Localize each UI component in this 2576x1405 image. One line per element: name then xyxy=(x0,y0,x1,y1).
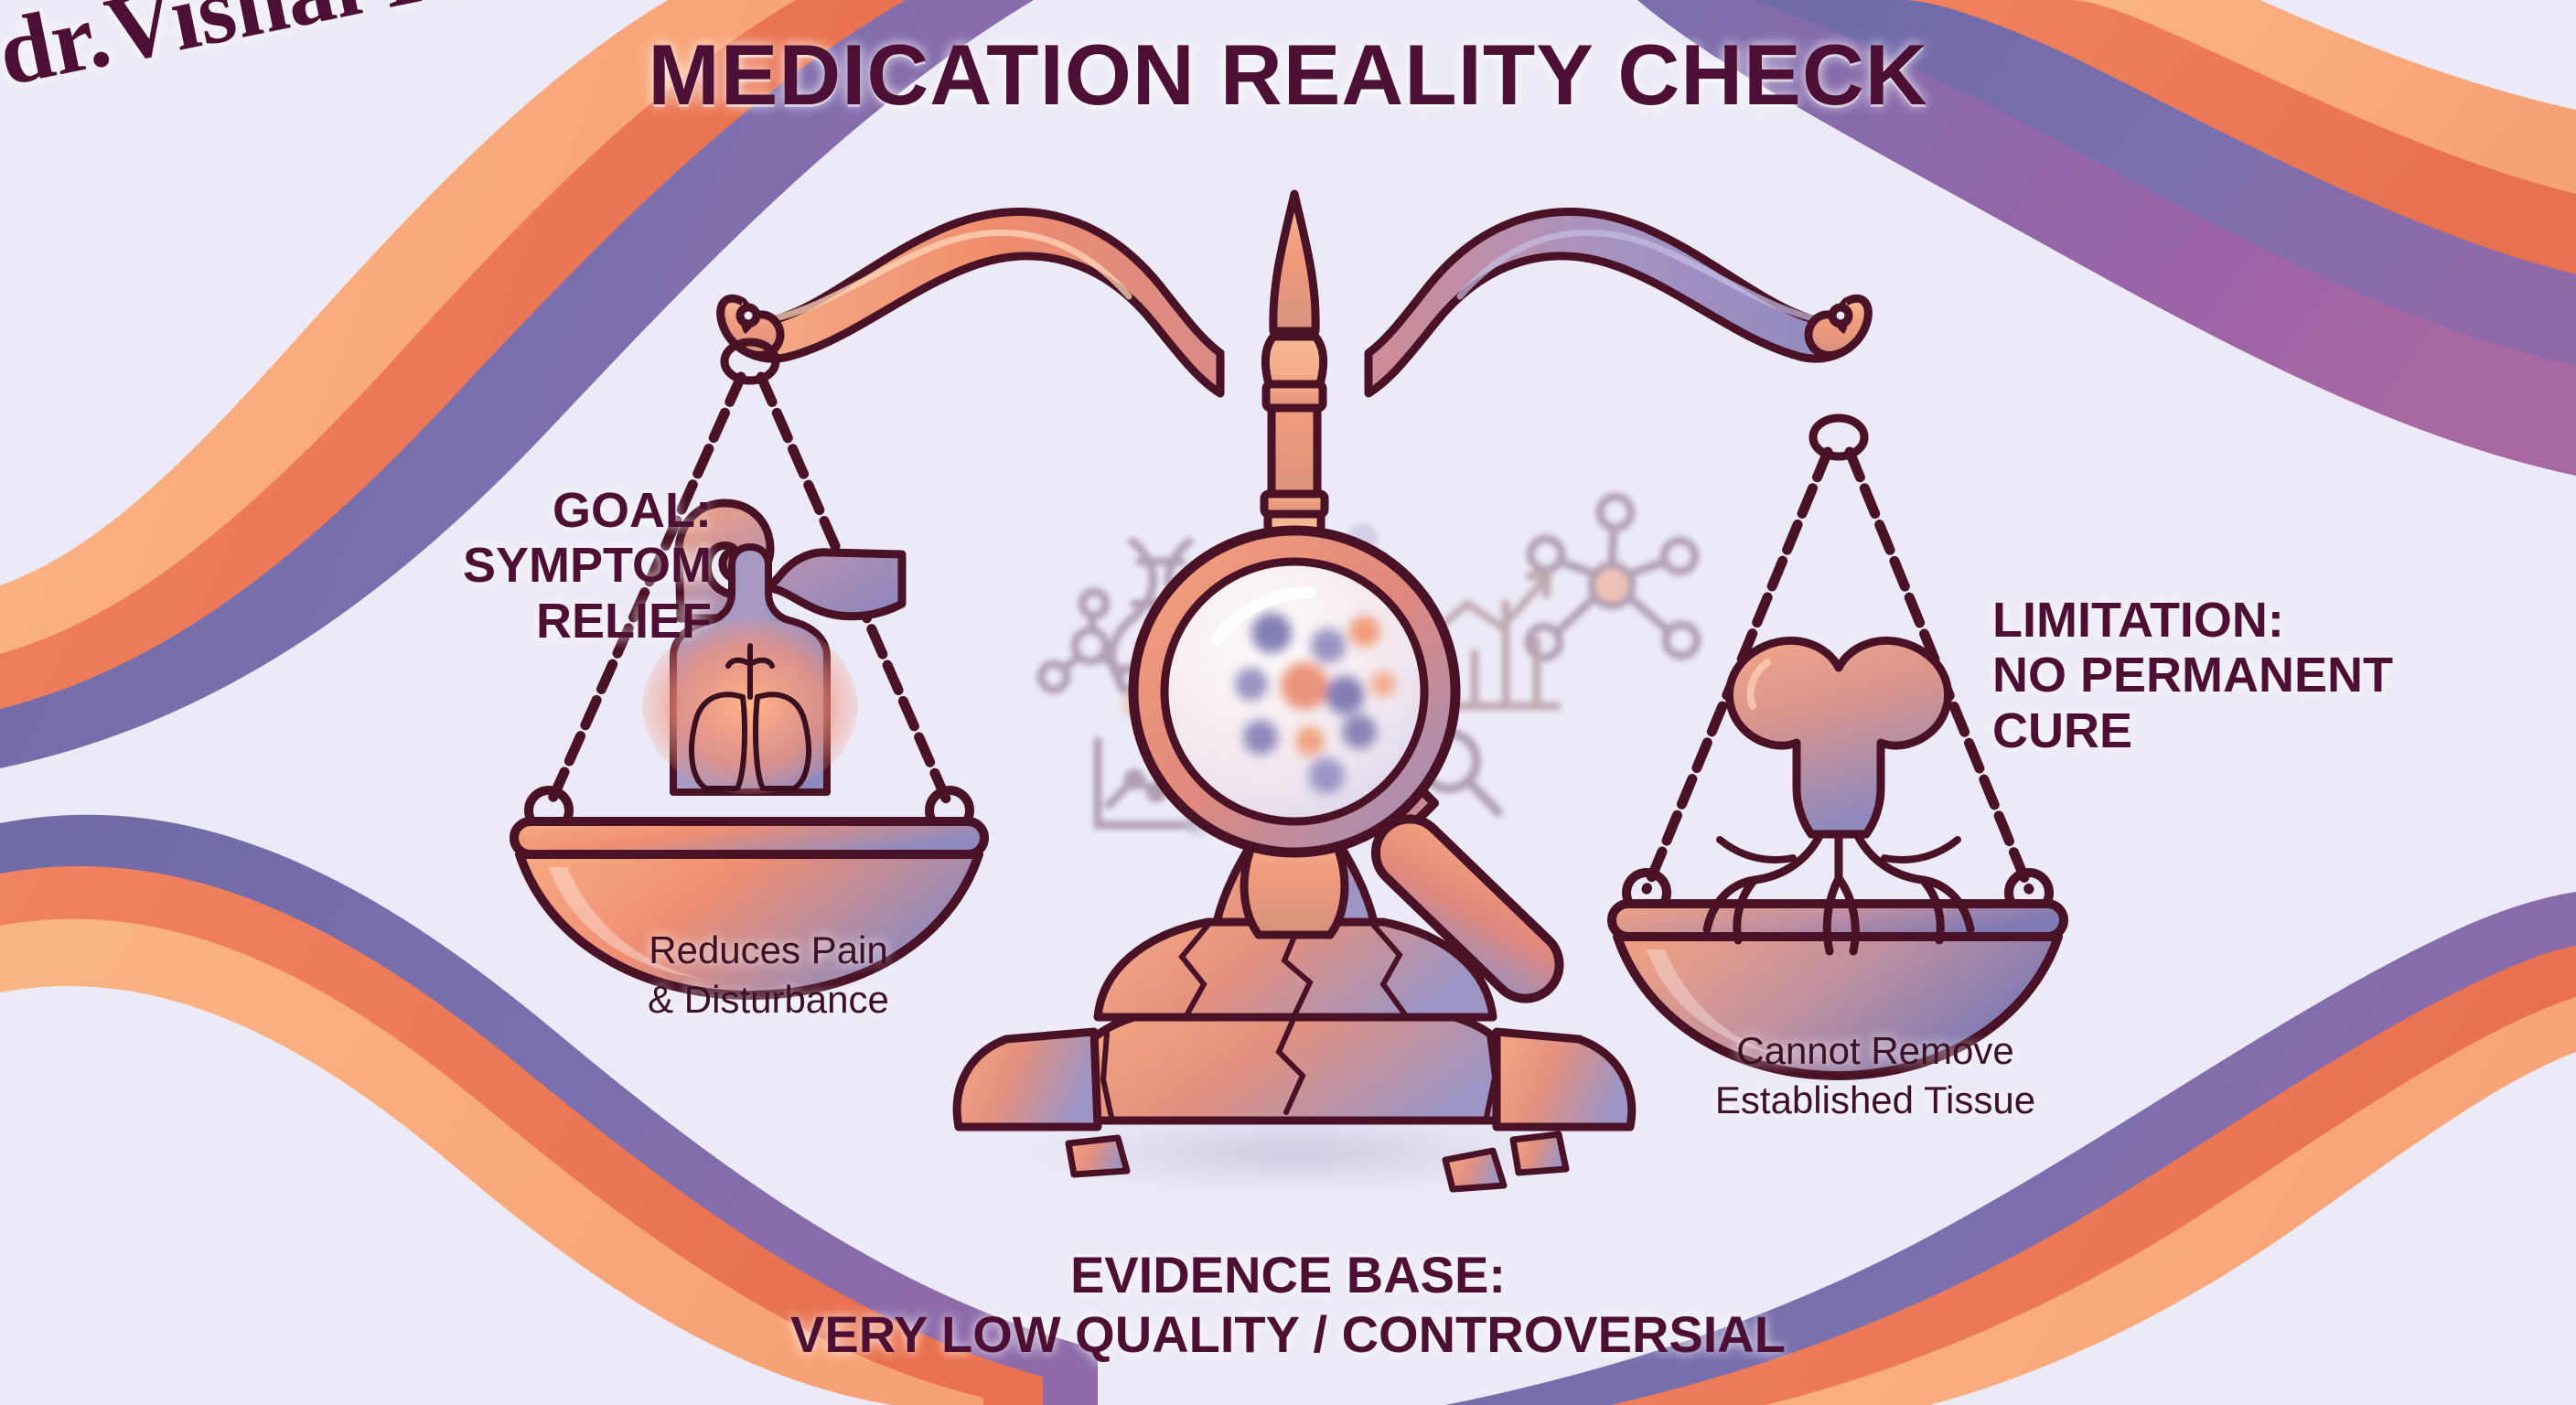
limitation-label-line2: NO PERMANENT xyxy=(1992,648,2394,703)
goal-label-line3: RELIEF xyxy=(535,593,712,649)
goal-caption-line1: Reduces Pain xyxy=(649,928,888,971)
evidence-line2: VERY LOW QUALITY / CONTROVERSIAL xyxy=(790,1304,1786,1363)
molecule-icon xyxy=(1524,492,1701,662)
decorative-waves-bottom-right xyxy=(1445,892,2576,1405)
limitation-label-line1: LIMITATION: xyxy=(1992,593,2284,648)
limitation-label-line3: CURE xyxy=(1992,702,2133,758)
evidence-base-label: EVIDENCE BASE: VERY LOW QUALITY / CONTRO… xyxy=(0,1246,2576,1365)
decorative-waves-bottom-left xyxy=(0,814,1098,1405)
beam-end-left xyxy=(716,294,785,385)
page-title: MEDICATION REALITY CHECK xyxy=(648,27,1928,123)
goal-caption-line2: & Disturbance xyxy=(648,977,889,1021)
magnifying-glass-icon xyxy=(1128,525,1564,1003)
goal-label: GOAL: SYMPTOM RELIEF xyxy=(327,483,712,649)
goal-caption: Reduces Pain & Disturbance xyxy=(549,926,988,1024)
fibrous-tissue-root-icon xyxy=(1702,636,1975,956)
scale-beam xyxy=(716,208,1873,398)
wave-icon xyxy=(674,499,907,623)
goal-label-line1: GOAL: xyxy=(553,483,712,538)
limitation-label: LIMITATION: NO PERMANENT CURE xyxy=(1992,593,2541,758)
decorative-waves-top-right xyxy=(1637,0,2576,476)
limitation-caption: Cannot Remove Established Tissue xyxy=(1628,1026,2122,1125)
limitation-caption-line2: Established Tissue xyxy=(1714,1078,2036,1121)
left-pan xyxy=(510,786,989,1000)
torso-lungs-icon xyxy=(642,543,858,796)
decorative-waves-top-left xyxy=(0,0,1034,768)
base-shadow xyxy=(1020,1109,1569,1196)
lens-data-dots xyxy=(1235,613,1396,794)
evidence-line1: EVIDENCE BASE: xyxy=(1069,1246,1507,1303)
limitation-caption-line1: Cannot Remove xyxy=(1736,1029,2014,1072)
beam-end-right xyxy=(1804,294,1873,461)
right-pan xyxy=(1607,868,2068,1080)
base-debris xyxy=(1065,1131,1570,1193)
goal-label-line2: SYMPTOM xyxy=(462,538,712,594)
